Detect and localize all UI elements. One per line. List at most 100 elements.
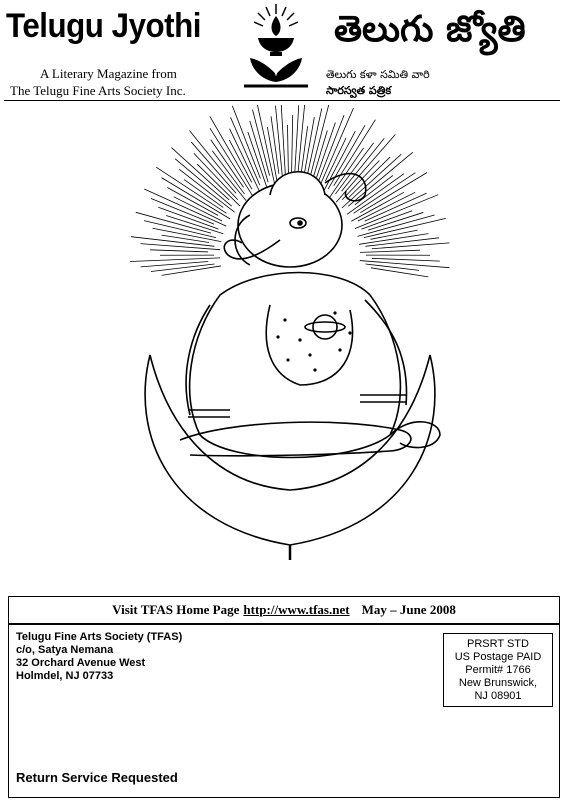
mailing-panel: Telugu Fine Arts Society (TFAS) c/o, Sat… [8, 624, 560, 798]
halo-ray [211, 150, 245, 195]
halo-ray [370, 267, 429, 278]
issue-date: May – June 2008 [361, 602, 456, 617]
halo-ray [189, 130, 247, 201]
magazine-title-english: Telugu Jyothi [6, 7, 202, 45]
halo-ray [152, 227, 222, 243]
postage-line: US Postage PAID [454, 651, 542, 663]
halo-ray [174, 158, 232, 207]
halo-ray [144, 188, 227, 227]
website-banner: Visit TFAS Home Page http://www.tfas.net… [8, 596, 560, 624]
halo-ray [179, 169, 235, 213]
halo-ray [348, 151, 413, 207]
star-dot [298, 338, 302, 342]
postage-indicia: PRSRT STD US Postage PAID Permit# 1766 N… [443, 633, 553, 707]
halo-ray [341, 160, 380, 201]
halo-ray [166, 215, 224, 235]
lamp-logo-icon [244, 4, 308, 88]
halo-ray [135, 211, 212, 234]
halo-ray [327, 124, 366, 190]
halo-ray [307, 105, 330, 188]
halo-ray [167, 187, 219, 216]
halo-ray [297, 105, 306, 174]
halo-ray [173, 196, 223, 222]
halo-ray [325, 137, 347, 182]
halo-ray [341, 154, 402, 209]
halo-ray [363, 217, 446, 238]
halo-ray [270, 116, 280, 174]
halo-ray [190, 141, 237, 194]
halo-ray [193, 152, 239, 201]
halo-ray [341, 138, 385, 192]
halo-ray [150, 249, 209, 253]
halo-ray [183, 179, 224, 208]
sender-organization: Telugu Fine Arts Society (TFAS) [16, 631, 183, 643]
star-dot [308, 353, 312, 357]
halo-ray [267, 126, 278, 181]
postage-line: NJ 08901 [474, 690, 522, 702]
halo-ray [365, 237, 440, 247]
halo-ray [247, 131, 268, 189]
halo-ray [257, 105, 276, 187]
halo-ray [348, 156, 391, 198]
telugu-subtitle-line1: తెలుగు కళా సమితి వారి [326, 68, 430, 81]
halo-ray [229, 128, 261, 193]
star-dot [338, 348, 342, 352]
halo-ray [361, 210, 413, 230]
halo-ray [209, 116, 253, 190]
halo-ray [131, 236, 215, 247]
star-dot [313, 368, 317, 372]
halo-ray [357, 191, 416, 222]
ganesha-illustration [130, 105, 450, 560]
halo-ray [209, 127, 253, 197]
sender-city: Holmdel, NJ 07733 [16, 670, 114, 682]
halo-ray [231, 105, 261, 179]
halo-ray [371, 257, 440, 262]
star-dot [276, 335, 280, 339]
halo-ray [161, 234, 210, 243]
halo-ray [359, 249, 420, 253]
halo-ray [294, 105, 300, 180]
halo-ray [360, 172, 428, 214]
halo-ray [370, 229, 418, 240]
telugu-subtitle-line2: సారస్వత పత్రిక [326, 84, 392, 97]
halo-ray [371, 242, 450, 250]
halo-ray [367, 212, 424, 231]
halo-ray [140, 261, 209, 268]
star-dot [286, 358, 290, 362]
halo-ray [161, 265, 221, 276]
halo-ray [346, 173, 405, 215]
website-link[interactable]: http://www.tfas.net [243, 602, 350, 617]
halo-ray [150, 198, 215, 225]
halo-ray [359, 260, 450, 269]
halo-ray [329, 147, 364, 198]
halo-ray [319, 107, 354, 186]
halo-ray [210, 139, 244, 188]
halo-ray [252, 109, 270, 176]
halo-ray [280, 105, 286, 180]
halo-ray [353, 172, 416, 214]
sender-street: 32 Orchard Avenue West [16, 657, 146, 669]
halo-ray [228, 139, 253, 183]
halo-ray [156, 166, 227, 214]
halo-ray [275, 105, 284, 186]
halo-ray [357, 214, 435, 237]
halo-ray [316, 122, 336, 178]
halo-ray [306, 108, 323, 175]
halo-ray [130, 257, 221, 262]
halo-ray [359, 233, 429, 245]
halo-ray [171, 147, 230, 201]
sender-care-of: c/o, Satya Nemana [16, 644, 114, 656]
star-dot [283, 318, 287, 322]
halo-ray [230, 117, 261, 186]
return-service-notice: Return Service Requested [16, 770, 178, 785]
star-dot [348, 331, 352, 335]
halo-ray [140, 243, 221, 251]
magazine-subtitle-line2: The Telugu Fine Arts Society Inc. [10, 83, 186, 98]
halo-ray [158, 206, 219, 230]
halo-ray [351, 191, 405, 222]
star-dot [333, 311, 337, 315]
halo-ray [196, 163, 241, 207]
halo-ray [335, 142, 375, 195]
header-divider [4, 100, 560, 101]
halo-ray [161, 177, 231, 220]
